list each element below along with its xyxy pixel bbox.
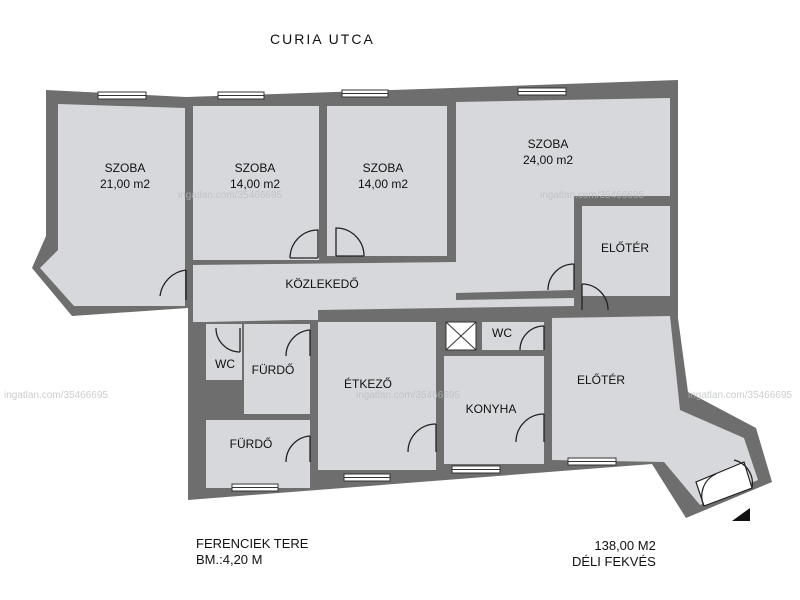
- ceiling-height: BM.:4,20 M: [196, 552, 263, 568]
- watermark: ingatlan.com/35466695: [178, 190, 282, 201]
- floor-szoba-2: [193, 106, 319, 260]
- watermark: ingatlan.com/35466695: [356, 390, 460, 401]
- floor-szoba-3: [327, 106, 447, 256]
- room-label-kozlekedo: KÖZLEKEDŐ: [285, 277, 359, 291]
- total-area: 138,00 M2: [594, 538, 656, 553]
- floor-furdo-2: [206, 420, 310, 488]
- floor-kozlekedo: [193, 262, 574, 322]
- door: [547, 263, 575, 291]
- door: [285, 435, 311, 463]
- watermark: ingatlan.com/35466695: [4, 390, 108, 401]
- room-label-furdo-1: FÜRDŐ: [251, 363, 295, 377]
- room-label-etkezo: ÉTKEZŐ: [343, 377, 392, 391]
- door: [581, 283, 609, 311]
- door: [289, 229, 319, 259]
- room-label-konyha: KONYHA: [465, 402, 517, 416]
- floor-furdo-1: [244, 324, 310, 414]
- area-orientation-note: 138,00 M2 DÉLI FEKVÉS: [572, 538, 656, 571]
- floor-szoba-4: [456, 98, 670, 293]
- watermark: ingatlan.com/35466695: [540, 190, 644, 201]
- room-label-wc-1: WC: [215, 357, 235, 371]
- room-label-wc-2: WC: [492, 326, 512, 340]
- floor-szoba-1: [40, 104, 185, 306]
- floor-etkezo: [318, 322, 436, 470]
- room-floors: [40, 98, 758, 505]
- door: [285, 329, 311, 357]
- door: [515, 413, 545, 443]
- door: [215, 327, 241, 353]
- floor-eloter-1: [582, 206, 670, 296]
- watermark: ingatlan.com/35466695: [688, 390, 792, 401]
- door: [335, 227, 365, 257]
- door: [159, 269, 187, 300]
- street-north: CURIA UTCA: [270, 31, 375, 47]
- street-south-note: FERENCIEK TERE BM.:4,20 M: [196, 536, 308, 569]
- entrance-door: [695, 459, 754, 507]
- north-arrow: [732, 508, 750, 521]
- street-south: FERENCIEK TERE: [196, 536, 309, 551]
- floor-konyha: [444, 356, 544, 464]
- room-label-eloter-1: ELŐTÉR: [600, 241, 649, 255]
- room-label-furdo-2: FÜRDŐ: [229, 437, 273, 451]
- door: [407, 423, 437, 453]
- floor-wc-2: [482, 322, 544, 350]
- orientation: DÉLI FEKVÉS: [572, 554, 656, 570]
- room-label-eloter-2: ELŐTÉR: [576, 373, 625, 387]
- door: [519, 325, 545, 351]
- doors: [159, 227, 609, 463]
